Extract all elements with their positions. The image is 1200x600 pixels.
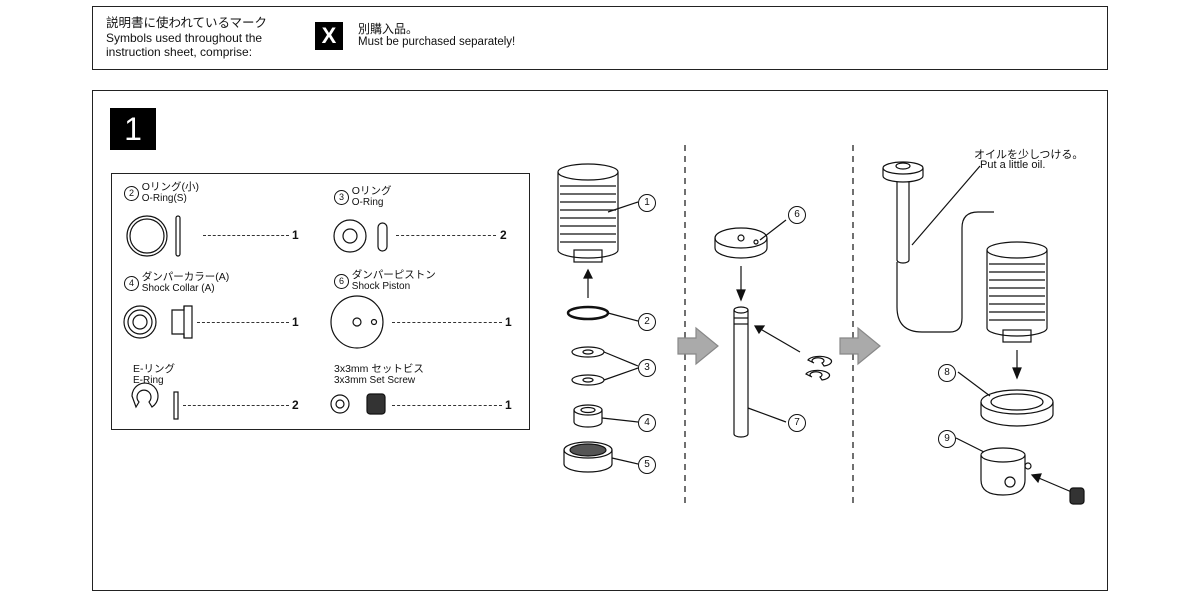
shock-collar-in-assembly xyxy=(573,404,603,428)
callout-badge: 5 xyxy=(638,456,656,474)
part-number-badge: 2 xyxy=(124,185,139,201)
callout-badge: 2 xyxy=(638,313,656,331)
assembled-rod-drawing xyxy=(882,161,924,264)
part-quantity: 1 xyxy=(505,315,512,329)
o-ring-small-drawing xyxy=(126,215,168,257)
step-number: 1 xyxy=(110,108,156,150)
o-ring-in-assembly xyxy=(571,346,605,358)
shock-body-drawing xyxy=(557,163,619,263)
part-name-en: O-Ring(S) xyxy=(141,193,187,204)
e-ring-in-assembly xyxy=(805,355,833,381)
part-label-o-ring: 3 Oリング O-Ring xyxy=(334,186,391,208)
part-label-e-ring: E-リング E-Ring xyxy=(133,363,175,387)
callout-badge: 9 xyxy=(938,430,956,448)
part-number-badge: 4 xyxy=(124,275,139,291)
next-step-arrow-icon xyxy=(839,326,881,366)
callout-badge: 6 xyxy=(788,206,806,224)
part-name-en: 3x3mm Set Screw xyxy=(334,375,416,386)
piston-rod-drawing xyxy=(733,306,749,438)
quantity-leader xyxy=(183,405,289,406)
part-quantity: 2 xyxy=(292,398,299,412)
part-name-jp: ダンパーカラー(A) xyxy=(141,271,230,283)
oil-note-en: Put a little oil. xyxy=(980,159,1046,171)
o-ring-side-drawing xyxy=(377,222,388,252)
callout-badge: 7 xyxy=(788,414,806,432)
legend-title-en-line2: instruction sheet, comprise: xyxy=(106,45,253,59)
part-quantity: 1 xyxy=(505,398,512,412)
callout-badge: 1 xyxy=(638,194,656,212)
o-ring-in-assembly xyxy=(571,374,605,386)
legend-title-en: Symbols used throughout the instruction … xyxy=(106,31,262,59)
set-screw-in-assembly xyxy=(1069,487,1085,505)
part-name-en: E-Ring xyxy=(133,375,164,386)
shock-collar-side-drawing xyxy=(171,305,193,339)
part-quantity: 2 xyxy=(500,228,507,242)
o-ring-small-in-assembly xyxy=(566,305,610,321)
part-number-badge: 3 xyxy=(334,189,349,205)
shock-piston-drawing xyxy=(330,295,384,349)
part-name-jp: Oリング(小) xyxy=(141,181,199,193)
part-name-jp: ダンパーピストン xyxy=(351,269,436,281)
mark-description-en: Must be purchased separately! xyxy=(358,36,516,48)
part-name-en: Shock Collar (A) xyxy=(141,283,215,294)
part-name-en: Shock Piston xyxy=(351,281,411,292)
callout-badge: 3 xyxy=(638,359,656,377)
legend-box xyxy=(92,6,1108,70)
part-name-jp: E-リング xyxy=(133,363,175,375)
quantity-leader xyxy=(197,322,289,323)
quantity-leader xyxy=(392,322,502,323)
part-label-shock-piston: 6 ダンパーピストン Shock Piston xyxy=(334,270,436,292)
part-name-jp: Oリング xyxy=(351,185,392,197)
callout-badge: 8 xyxy=(938,364,956,382)
part-quantity: 1 xyxy=(292,228,299,242)
part-name-en: O-Ring xyxy=(351,197,384,208)
e-ring-drawing xyxy=(131,382,159,409)
e-ring-side-drawing xyxy=(173,391,179,420)
set-screw-drawing xyxy=(330,394,350,414)
parts-list-box xyxy=(111,173,530,430)
next-step-arrow-icon xyxy=(677,326,719,366)
insertion-path-line xyxy=(896,211,994,333)
quantity-leader xyxy=(203,235,289,236)
shock-end-drawing xyxy=(980,447,1032,496)
part-name-jp: 3x3mm セットビス xyxy=(334,363,424,375)
callout-badge: 4 xyxy=(638,414,656,432)
separate-purchase-mark-icon: X xyxy=(315,22,343,50)
shock-cap-in-assembly xyxy=(563,441,613,473)
mark-description-jp: 別購入品。 xyxy=(358,22,419,36)
part-quantity: 1 xyxy=(292,315,299,329)
set-screw-side-drawing xyxy=(366,393,386,415)
o-ring-small-side-drawing xyxy=(175,215,181,257)
shock-collar-b-drawing xyxy=(980,389,1054,427)
part-label-o-ring-small: 2 Oリング(小) O-Ring(S) xyxy=(124,182,199,204)
piston-drawing xyxy=(714,227,768,259)
part-number-badge: 6 xyxy=(334,273,349,289)
legend-title-en-line1: Symbols used throughout the xyxy=(106,31,263,45)
oil-note-jp: オイルを少しつける。 xyxy=(974,149,1084,161)
quantity-leader xyxy=(392,405,502,406)
shock-collar-drawing xyxy=(123,305,157,339)
part-label-set-screw: 3x3mm セットビス 3x3mm Set Screw xyxy=(334,363,424,387)
legend-title-jp: 説明書に使われているマーク xyxy=(106,16,268,30)
quantity-leader xyxy=(396,235,496,236)
shock-body-assembled-drawing xyxy=(986,241,1048,343)
o-ring-drawing xyxy=(333,219,367,253)
step-panel xyxy=(92,90,1108,591)
part-label-shock-collar: 4 ダンパーカラー(A) Shock Collar (A) xyxy=(124,272,229,294)
